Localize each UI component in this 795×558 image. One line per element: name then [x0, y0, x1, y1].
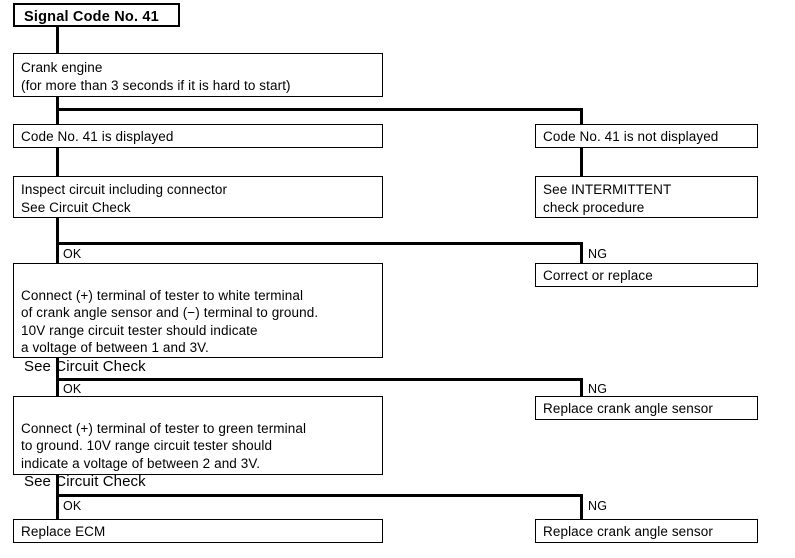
node-test-white-terminal-note: See Circuit Check [24, 357, 146, 375]
node-test-green-terminal-note: See Circuit Check [24, 473, 146, 491]
node-correct-or-replace: Correct or replace [535, 263, 758, 287]
node-code-not-displayed: Code No. 41 is not displayed [535, 124, 758, 148]
connector-branch1-left [56, 108, 59, 125]
connector-white-to-branch3 [56, 358, 59, 380]
connector-inspect-to-branch2 [56, 218, 59, 244]
branch-label-ok-1: OK [63, 247, 82, 261]
connector-branch1-right [580, 108, 583, 125]
node-test-green-terminal: Connect (+) terminal of tester to green … [13, 396, 383, 490]
connector-title-to-crank [56, 26, 59, 56]
branch-label-ok-3: OK [63, 499, 82, 513]
node-test-green-terminal-text: Connect (+) terminal of tester to green … [21, 420, 307, 471]
connector-branch3-right [580, 378, 583, 397]
branch-bar-4 [56, 494, 583, 497]
node-test-white-terminal-text: Connect (+) terminal of tester to white … [21, 287, 319, 356]
branch-label-ng-3: NG [588, 499, 608, 513]
branch-label-ng-2: NG [588, 382, 608, 396]
connector-branch2-right [580, 242, 583, 264]
node-test-white-terminal: Connect (+) terminal of tester to white … [13, 263, 383, 375]
branch-label-ok-2: OK [63, 382, 82, 396]
connector-displayed-to-inspect [56, 148, 59, 176]
connector-branch2-left [56, 242, 59, 264]
connector-notdisplayed-to-intermittent [580, 148, 583, 176]
connector-branch3-left [56, 378, 59, 397]
connector-green-to-branch4 [56, 475, 59, 497]
node-code-displayed: Code No. 41 is displayed [13, 124, 383, 148]
branch-bar-3 [56, 378, 583, 381]
node-crank-engine: Crank engine (for more than 3 seconds if… [13, 53, 383, 97]
node-inspect-circuit: Inspect circuit including connector See … [13, 176, 383, 218]
connector-branch4-right [580, 494, 583, 520]
branch-bar-2 [56, 242, 583, 245]
connector-crank-to-branch1 [56, 97, 59, 111]
branch-bar-1 [56, 108, 583, 111]
node-replace-sensor-1: Replace crank angle sensor [535, 396, 758, 420]
node-title-signal-code: Signal Code No. 41 [13, 3, 180, 27]
branch-label-ng-1: NG [588, 247, 608, 261]
node-see-intermittent: See INTERMITTENT check procedure [535, 176, 758, 218]
connector-branch4-left [56, 494, 59, 520]
node-replace-sensor-2: Replace crank angle sensor [535, 519, 758, 543]
node-replace-ecm: Replace ECM [13, 519, 383, 543]
